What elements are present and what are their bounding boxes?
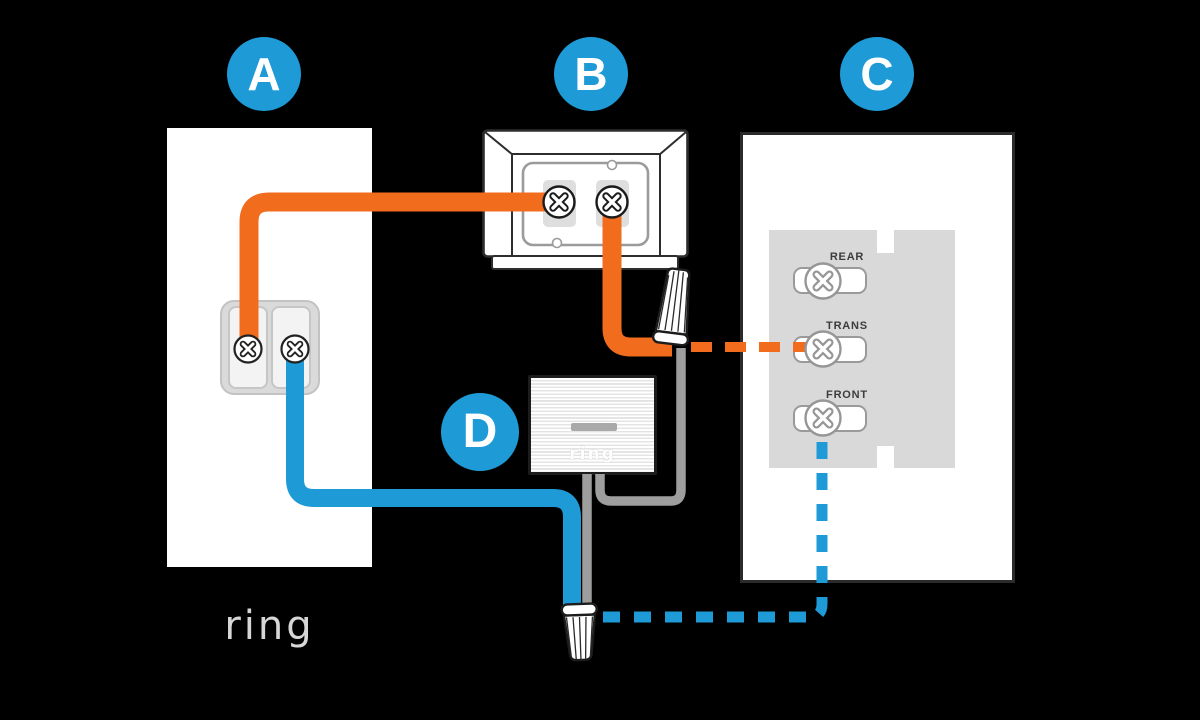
wire-nut-icon-bottom	[560, 602, 598, 662]
ring-logo: ring	[224, 603, 315, 649]
terminal-cell-right	[271, 306, 311, 389]
terminal-bracket: REAR TRANS FRONT	[769, 229, 955, 469]
wire-orange-chime-to-nut	[602, 206, 672, 357]
terminal-pill-trans	[793, 336, 867, 363]
badge-step-a: A	[227, 37, 301, 111]
terminal-label-front: FRONT	[826, 389, 868, 401]
bracket-notch-top	[877, 229, 894, 253]
backplate-terminal-block	[220, 300, 320, 395]
doorbell-backplate: ring	[167, 128, 372, 646]
terminal-cell-left	[228, 306, 268, 389]
screw-x-icon-chime-left	[542, 185, 576, 219]
badge-step-c: C	[840, 37, 914, 111]
badge-a-label: A	[247, 48, 281, 100]
power-kit-slot	[571, 423, 617, 431]
terminal-label-rear: REAR	[829, 251, 865, 263]
power-kit-ring-logo: ring	[569, 444, 616, 464]
screw-x-icon-chime-right	[595, 185, 629, 219]
bracket-notch-bottom	[877, 446, 894, 469]
badge-d-label: D	[462, 405, 498, 458]
chime-notch-bottom	[551, 237, 563, 249]
chime-box	[482, 129, 689, 270]
badge-step-b: B	[554, 37, 628, 111]
terminal-pill-rear	[793, 267, 867, 294]
terminal-label-trans: TRANS	[826, 320, 868, 332]
pro-power-kit: ring	[528, 375, 657, 475]
wire-nut-icon-top	[651, 267, 691, 347]
chime-notch-top	[606, 159, 618, 171]
badge-b-label: B	[574, 48, 608, 100]
badge-c-label: C	[860, 48, 894, 100]
terminal-pill-front	[793, 405, 867, 432]
badge-step-d: D	[441, 393, 519, 471]
